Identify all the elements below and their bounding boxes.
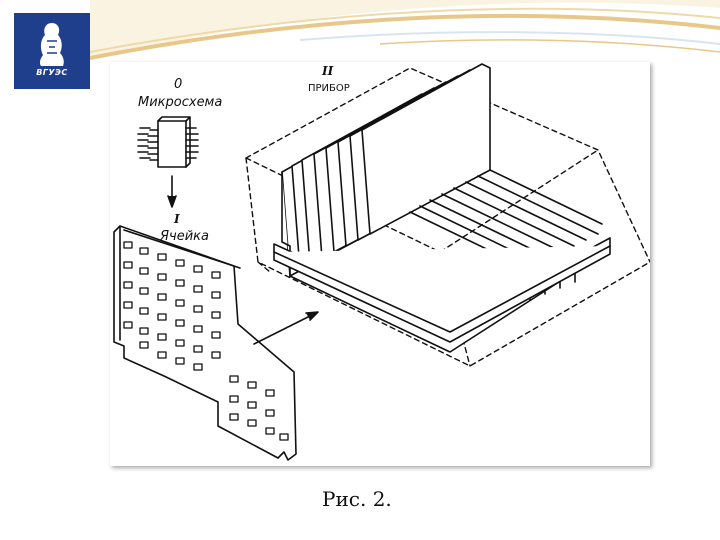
figure-frame: 0 Микросхема I Ячейка II ПРИБОР [110, 62, 650, 466]
arrow-cell-to-device [253, 311, 319, 345]
hierarchy-diagram [113, 63, 650, 461]
university-emblem-icon [39, 23, 64, 66]
label-level1-numeral: I [174, 212, 180, 226]
board-components [123, 241, 289, 441]
label-cell: Ячейка [160, 229, 209, 244]
figure-caption: Рис. 2. [322, 487, 392, 511]
university-logo: ВГУЭС [14, 13, 90, 89]
header-wave-decoration [89, 0, 720, 60]
arrow-chip-to-cell [167, 175, 177, 208]
label-device: ПРИБОР [308, 83, 350, 94]
microchip-drawing [137, 116, 199, 168]
circuit-board-drawing [113, 225, 297, 461]
logo-text: ВГУЭС [36, 68, 68, 77]
label-level2-numeral: II [322, 64, 334, 78]
label-microchip: Микросхема [138, 95, 223, 110]
label-level0-numeral: 0 [174, 77, 183, 92]
base-plate-drawing [273, 237, 611, 343]
